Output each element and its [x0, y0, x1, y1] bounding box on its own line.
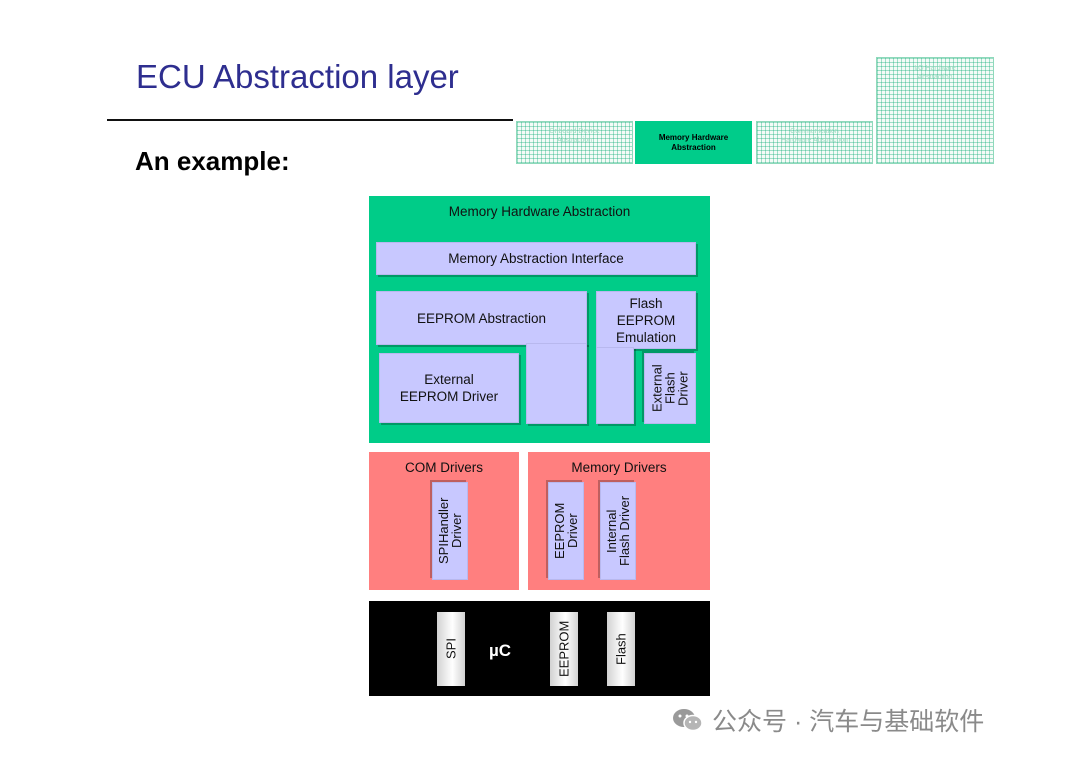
chip-eeprom: EEPROM: [550, 612, 578, 686]
flash-eeprom-emulation: Flash EEPROM Emulation: [596, 291, 696, 349]
wechat-icon: [672, 707, 704, 733]
microcontroller-label: µC: [488, 640, 512, 660]
external-flash-driver: External Flash Driver: [644, 353, 696, 424]
watermark: 公众号 · 汽车与基础软件: [672, 702, 984, 738]
com-drivers-label: COM Drivers: [405, 459, 483, 475]
slide-title: ECU Abstraction layer: [136, 58, 459, 95]
nav-memory-hw-abstraction: Memory Hardware Abstraction: [635, 121, 752, 164]
title-divider: [107, 119, 513, 121]
nav-ghost-top-label: I/O Hardware Abstraction: [914, 65, 956, 81]
nav-ghost-top: I/O Hardware Abstraction: [876, 57, 994, 164]
nav-ghost-left: Onboard Device Abstraction: [516, 121, 633, 164]
watermark-text: 公众号 · 汽车与基础软件: [712, 708, 985, 736]
flash-eeprom-emulation-stem: [596, 347, 634, 424]
nav-ghost-left-label: Onboard Device Abstraction: [549, 128, 600, 144]
spi-handler-driver: SPIHandler Driver: [432, 482, 468, 580]
eeprom-abstraction-stem: [526, 343, 587, 424]
eeprom-driver: EEPROM Driver: [548, 482, 584, 580]
nav-ghost-right-label: Communication Hardware Abstraction: [781, 128, 848, 144]
microcontroller-block: [369, 601, 710, 696]
memory-drivers-label: Memory Drivers: [571, 459, 667, 475]
memory-abstraction-interface: Memory Abstraction Interface: [376, 242, 696, 275]
chip-flash: Flash: [607, 612, 635, 686]
chip-spi: SPI: [437, 612, 465, 686]
external-eeprom-driver: External EEPROM Driver: [379, 353, 519, 423]
memory-hw-abstraction-label: Memory Hardware Abstraction: [448, 203, 631, 219]
eeprom-abstraction: EEPROM Abstraction: [376, 291, 587, 345]
slide-subtitle: An example:: [135, 146, 290, 176]
internal-flash-driver: Internal Flash Driver: [600, 482, 636, 580]
nav-ghost-right: Communication Hardware Abstraction: [756, 121, 873, 164]
